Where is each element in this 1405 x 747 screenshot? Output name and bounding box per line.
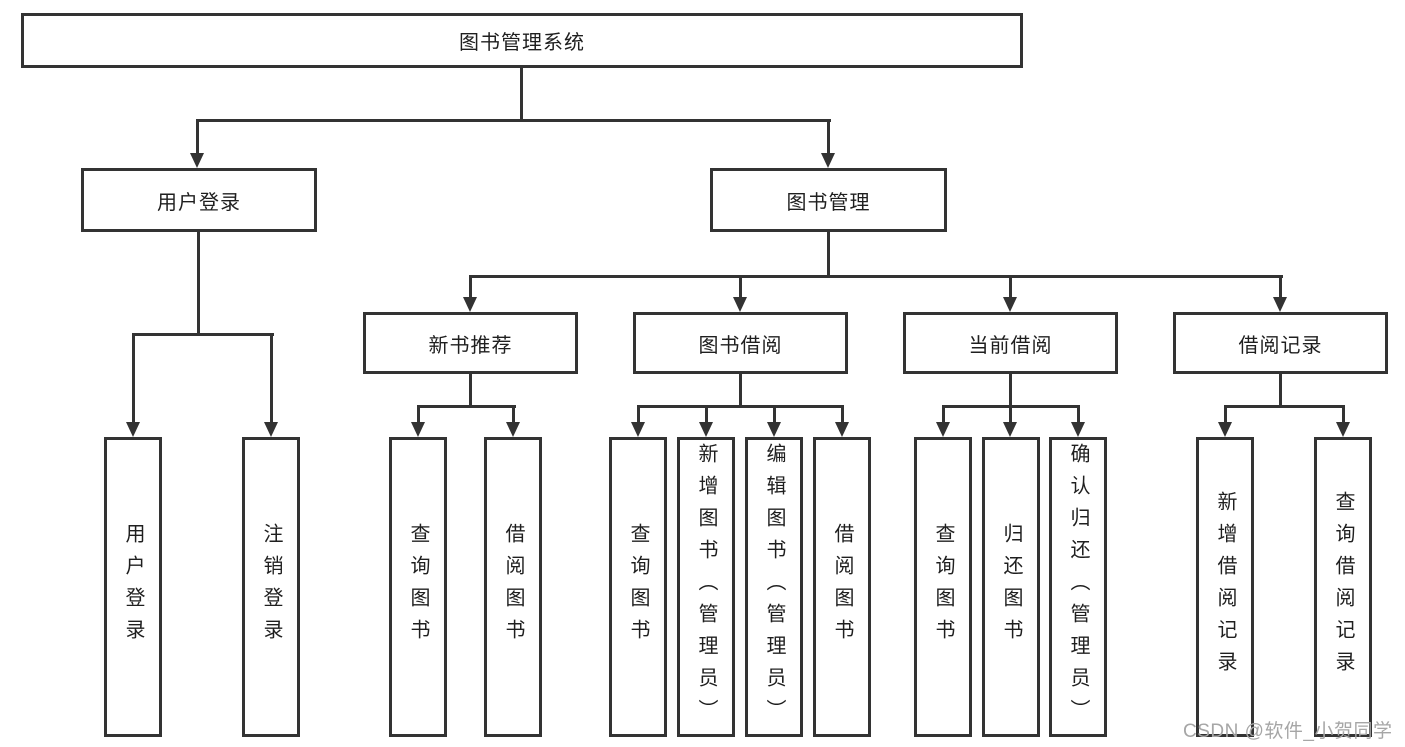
node-label: 确认归还（管理员） bbox=[1067, 443, 1089, 731]
arrow-down-icon bbox=[411, 422, 425, 437]
arrow-down-icon bbox=[463, 297, 477, 312]
node-label: 归还图书 bbox=[1000, 523, 1022, 651]
connector-line bbox=[773, 405, 776, 424]
connector-line bbox=[417, 405, 420, 424]
node-leaf-query-book-3: 查询图书 bbox=[914, 437, 972, 737]
arrow-down-icon bbox=[264, 422, 278, 437]
arrow-down-icon bbox=[835, 422, 849, 437]
connector-line bbox=[739, 275, 742, 300]
connector-line bbox=[1009, 405, 1012, 424]
arrow-down-icon bbox=[190, 153, 204, 168]
connector-line bbox=[417, 405, 516, 408]
connector-line bbox=[1279, 374, 1282, 407]
connector-line bbox=[469, 275, 1283, 278]
arrow-down-icon bbox=[1003, 422, 1017, 437]
node-leaf-return-book: 归还图书 bbox=[982, 437, 1040, 737]
connector-line bbox=[512, 405, 515, 424]
arrow-down-icon bbox=[699, 422, 713, 437]
node-label: 查询借阅记录 bbox=[1332, 491, 1354, 683]
node-new-book-recommend: 新书推荐 bbox=[363, 312, 578, 374]
connector-line bbox=[841, 405, 844, 424]
arrow-down-icon bbox=[936, 422, 950, 437]
arrow-down-icon bbox=[126, 422, 140, 437]
node-label: 查询图书 bbox=[932, 523, 954, 651]
node-leaf-query-book-2: 查询图书 bbox=[609, 437, 667, 737]
node-current-borrow: 当前借阅 bbox=[903, 312, 1118, 374]
arrow-down-icon bbox=[1003, 297, 1017, 312]
connector-line bbox=[1342, 405, 1345, 424]
connector-line bbox=[827, 119, 830, 155]
node-leaf-borrow-book-1: 借阅图书 bbox=[484, 437, 542, 737]
node-leaf-add-borrow-record: 新增借阅记录 bbox=[1196, 437, 1254, 737]
node-leaf-user-login: 用户登录 bbox=[104, 437, 162, 737]
arrow-down-icon bbox=[821, 153, 835, 168]
node-leaf-borrow-book-2: 借阅图书 bbox=[813, 437, 871, 737]
connector-line bbox=[827, 232, 830, 278]
connector-line bbox=[196, 119, 199, 155]
node-label: 用户登录 bbox=[122, 523, 144, 651]
node-user-login: 用户登录 bbox=[81, 168, 317, 232]
node-root-system: 图书管理系统 bbox=[21, 13, 1023, 68]
node-book-borrow: 图书借阅 bbox=[633, 312, 848, 374]
node-leaf-logout: 注销登录 bbox=[242, 437, 300, 737]
arrow-down-icon bbox=[733, 297, 747, 312]
node-leaf-query-borrow-record: 查询借阅记录 bbox=[1314, 437, 1372, 737]
node-book-management: 图书管理 bbox=[710, 168, 947, 232]
arrow-down-icon bbox=[767, 422, 781, 437]
connector-line bbox=[739, 374, 742, 407]
connector-line bbox=[1009, 275, 1012, 300]
arrow-down-icon bbox=[1273, 297, 1287, 312]
connector-line bbox=[469, 374, 472, 407]
node-label: 注销登录 bbox=[260, 523, 282, 651]
connector-line bbox=[1279, 275, 1282, 300]
node-label: 借阅图书 bbox=[502, 523, 524, 651]
connector-line bbox=[1009, 374, 1012, 407]
node-label: 查询图书 bbox=[627, 523, 649, 651]
connector-line bbox=[637, 405, 844, 408]
connector-line bbox=[197, 232, 200, 335]
node-leaf-confirm-return-admin: 确认归还（管理员） bbox=[1049, 437, 1107, 737]
connector-line bbox=[270, 333, 273, 423]
node-leaf-query-book-1: 查询图书 bbox=[389, 437, 447, 737]
connector-line bbox=[469, 275, 472, 300]
node-leaf-add-book-admin: 新增图书（管理员） bbox=[677, 437, 735, 737]
node-leaf-edit-book-admin: 编辑图书（管理员） bbox=[745, 437, 803, 737]
node-label: 新增借阅记录 bbox=[1214, 491, 1236, 683]
connector-line bbox=[637, 405, 640, 424]
connector-line bbox=[132, 333, 135, 423]
arrow-down-icon bbox=[1336, 422, 1350, 437]
connector-line bbox=[132, 333, 274, 336]
connector-line bbox=[520, 66, 523, 121]
arrow-down-icon bbox=[631, 422, 645, 437]
arrow-down-icon bbox=[1071, 422, 1085, 437]
connector-line bbox=[942, 405, 945, 424]
arrow-down-icon bbox=[506, 422, 520, 437]
connector-line bbox=[705, 405, 708, 424]
connector-line bbox=[1224, 405, 1227, 424]
connector-line bbox=[1077, 405, 1080, 424]
node-label: 编辑图书（管理员） bbox=[763, 443, 785, 731]
node-borrow-records: 借阅记录 bbox=[1173, 312, 1388, 374]
node-label: 借阅图书 bbox=[831, 523, 853, 651]
connector-line bbox=[1224, 405, 1345, 408]
arrow-down-icon bbox=[1218, 422, 1232, 437]
connector-line bbox=[196, 119, 831, 122]
node-label: 查询图书 bbox=[407, 523, 429, 651]
node-label: 新增图书（管理员） bbox=[695, 443, 717, 731]
csdn-watermark: CSDN @软件_小贺同学 bbox=[1183, 721, 1393, 742]
